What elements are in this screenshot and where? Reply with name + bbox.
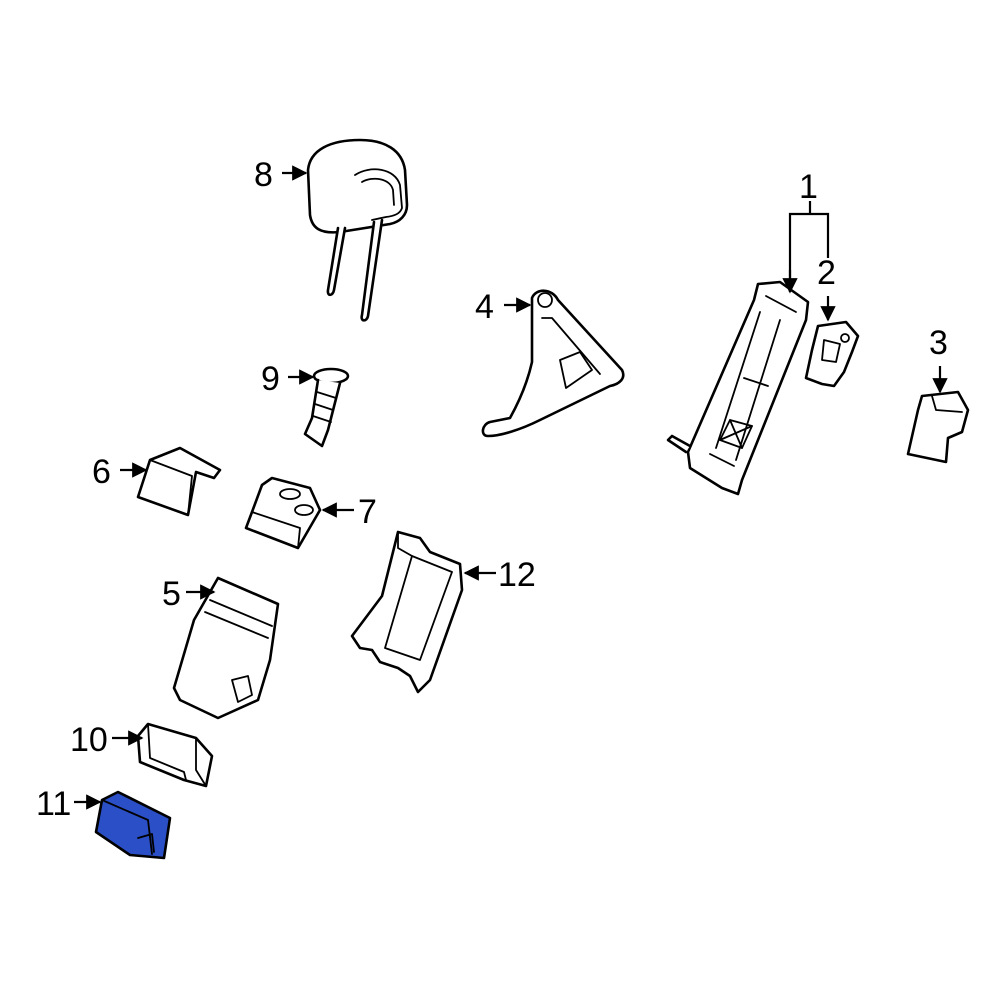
- callout-3: 3: [929, 324, 948, 362]
- part-2-latch[interactable]: [804, 320, 860, 388]
- part-1-frame-rail[interactable]: [666, 280, 810, 496]
- part-7-trim-cover[interactable]: [244, 476, 322, 550]
- part-11-cover-highlighted[interactable]: [94, 790, 172, 860]
- leader-lines: [74, 165, 948, 810]
- part-9-headrest-guide[interactable]: [303, 367, 350, 448]
- part-12-frame-panel[interactable]: [350, 530, 464, 694]
- callout-4: 4: [475, 288, 494, 326]
- part-8-headrest[interactable]: [306, 138, 409, 322]
- callout-10: 10: [70, 721, 108, 759]
- callout-9: 9: [261, 360, 280, 398]
- part-4-bracket[interactable]: [481, 289, 625, 438]
- callout-11: 11: [36, 785, 71, 823]
- part-10-cap[interactable]: [136, 722, 214, 788]
- part-6-cover[interactable]: [136, 446, 222, 517]
- callout-7: 7: [358, 493, 377, 531]
- callout-12: 12: [498, 556, 536, 594]
- part-5-cushion[interactable]: [172, 576, 280, 720]
- callout-6: 6: [92, 453, 111, 491]
- callout-5: 5: [162, 575, 181, 613]
- callout-8: 8: [254, 156, 273, 194]
- part-3-bracket[interactable]: [906, 390, 970, 464]
- callout-2: 2: [817, 254, 836, 292]
- callout-labels: 1 2 3 4 5 6 7 8 9 10 11 12: [36, 156, 948, 823]
- callout-1: 1: [799, 168, 818, 206]
- part-11-body: [94, 790, 172, 860]
